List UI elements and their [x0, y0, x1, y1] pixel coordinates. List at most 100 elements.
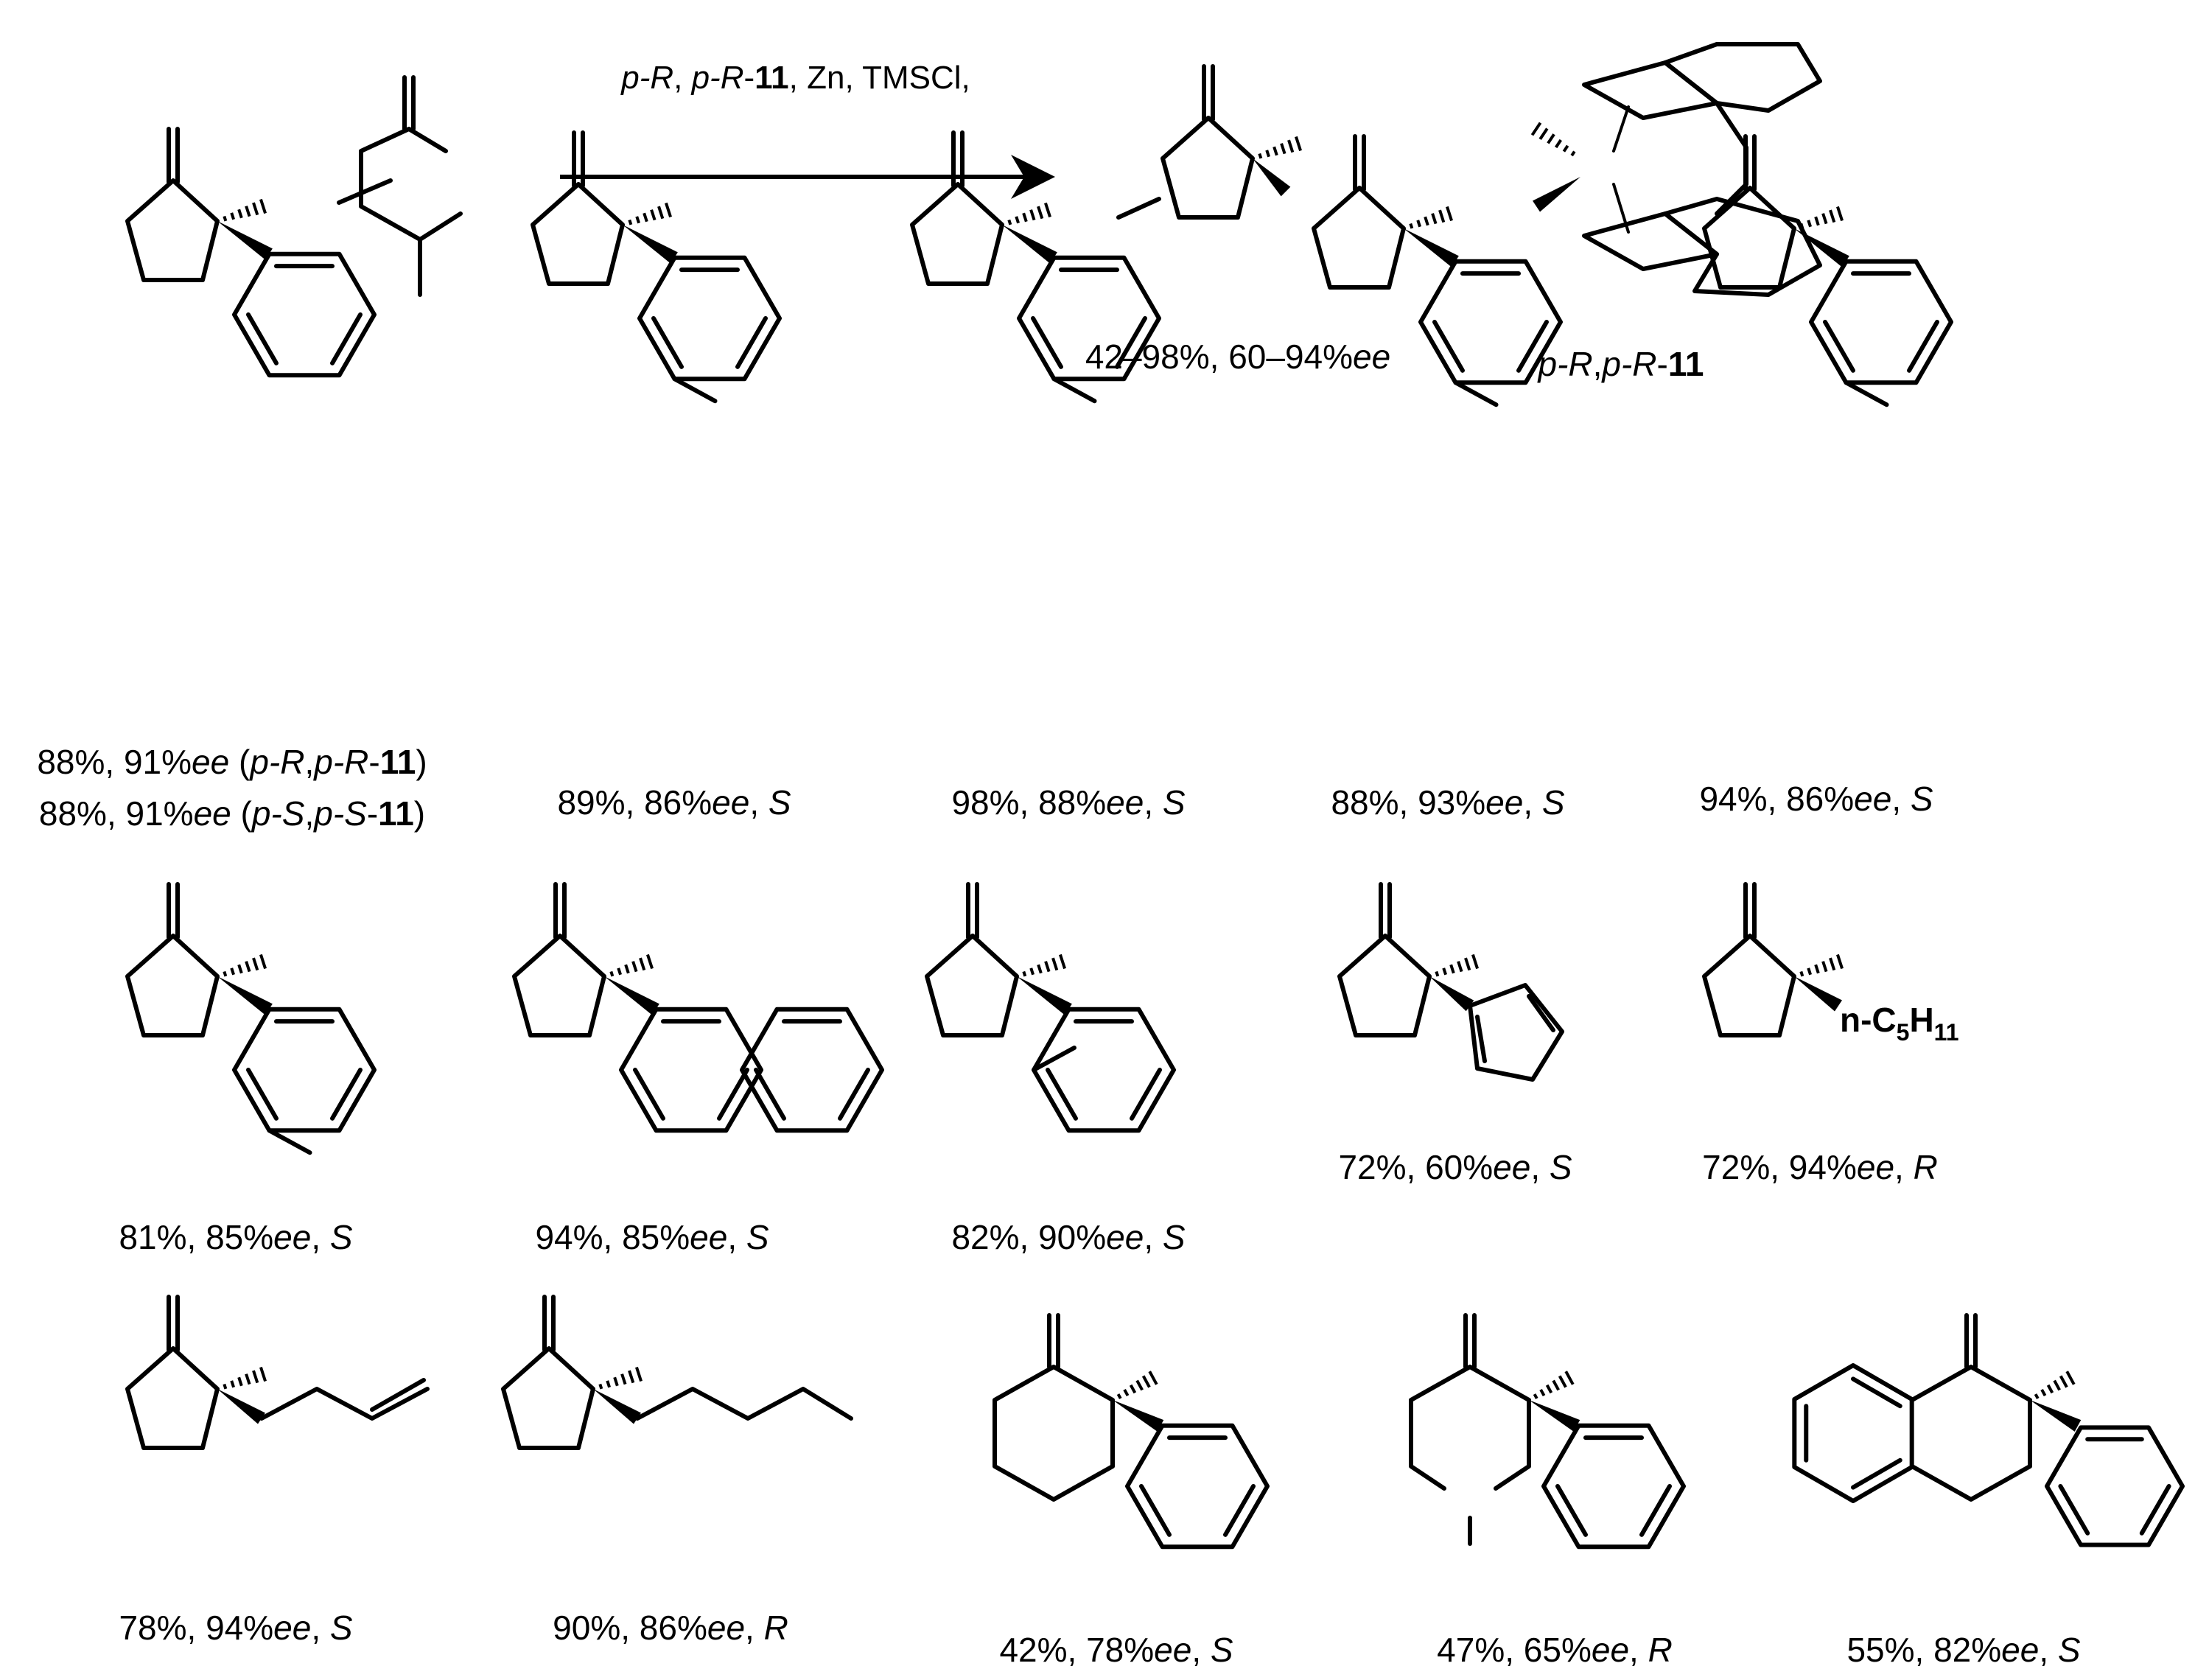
aromatic-double-bond	[1851, 1376, 1902, 1409]
aromatic-double-bond	[1223, 1484, 1256, 1537]
yield-caption-232j: 72%, 94%ee, R	[1702, 1148, 1938, 1186]
hash-stroke	[609, 970, 615, 977]
hash-stroke	[1821, 213, 1828, 225]
hash-stroke	[1570, 150, 1576, 157]
hash-stroke	[1836, 206, 1844, 222]
hash-stroke	[1552, 1379, 1560, 1391]
cyclopentane-ring	[1702, 934, 1796, 1037]
cyclopentane-ring	[1312, 186, 1406, 290]
phenoxybutyl-chain	[635, 1387, 853, 1421]
hash-stroke	[1464, 957, 1471, 971]
hash-stroke	[230, 967, 236, 976]
substituent-bond	[1032, 1046, 1077, 1072]
hash-stroke	[252, 957, 259, 971]
hash-stroke	[620, 1373, 627, 1385]
hash-stroke	[223, 215, 228, 222]
aromatic-double-bond	[633, 1068, 665, 1121]
hash-stroke	[1148, 1371, 1158, 1385]
aromatic-double-bond	[1555, 1484, 1588, 1537]
hash-stroke	[2046, 1384, 2054, 1394]
catalyst-label: p-R,p-R-11	[1537, 345, 1704, 383]
yield-caption-232h: 82%, 90%ee, S	[951, 1218, 1185, 1256]
substituent-bond	[1453, 380, 1499, 407]
hash-stroke	[606, 1380, 612, 1388]
alkene-double-bond	[370, 1378, 426, 1412]
hash-stroke	[237, 209, 243, 219]
hydroxyl-hash-bond	[1799, 953, 1844, 977]
hydroxyl-hash-bond	[628, 202, 672, 225]
hash-stroke	[631, 961, 638, 973]
hydroxyl-hash-bond	[1022, 953, 1066, 977]
hash-stroke	[1435, 970, 1440, 977]
hash-stroke	[1442, 967, 1448, 976]
naphthyl-ring-2	[740, 1007, 884, 1133]
tetralone-benzo-ring	[1792, 1363, 1914, 1503]
hash-stroke	[230, 1380, 236, 1388]
hydroxyl-hash-bond	[1258, 136, 1302, 159]
yield-caption-232o: 55%, 82%ee, S	[1846, 1631, 2080, 1669]
yield-caption-232a: 88%, 91%ee (p-R,p-R-11)	[37, 743, 427, 781]
hash-stroke	[665, 202, 672, 218]
substituent-bond	[1844, 380, 1889, 407]
hash-stroke	[223, 1383, 228, 1390]
aromatic-double-bond	[1851, 1457, 1902, 1490]
hash-stroke	[1814, 216, 1820, 226]
hash-stroke	[1799, 970, 1804, 977]
yield-caption-232k: 78%, 94%ee, S	[119, 1609, 352, 1647]
aryl-wedge-bond	[1002, 225, 1057, 264]
bond	[337, 178, 393, 205]
cyclopentane-ring	[501, 1346, 595, 1450]
hash-stroke	[1129, 1384, 1137, 1394]
hash-stroke	[1807, 967, 1813, 976]
aromatic-double-bond	[1031, 316, 1063, 369]
aryl-wedge-bond	[2030, 1400, 2082, 1432]
hash-stroke	[1558, 1375, 1567, 1388]
hash-stroke	[1059, 953, 1066, 970]
yield-caption-232n: 47%, 65%ee, R	[1437, 1631, 1673, 1669]
hash-stroke	[259, 198, 267, 214]
hash-stroke	[1416, 220, 1422, 228]
hash-stroke	[624, 964, 630, 974]
hydroxyl-hash-bond	[223, 953, 267, 977]
bond	[1116, 197, 1161, 220]
cyclohexane-ring	[993, 1365, 1115, 1502]
hash-stroke	[1471, 953, 1479, 970]
hash-stroke	[639, 957, 646, 971]
piperidine-ring	[1468, 1365, 1531, 1491]
alkyl-wedge-bond	[1794, 976, 1842, 1012]
cyclopentane-ring	[1337, 934, 1432, 1037]
hash-stroke	[1814, 964, 1820, 974]
aromatic-double-bond	[1639, 1484, 1672, 1537]
hash-stroke	[1438, 209, 1446, 223]
yield-caption-232m: 42%, 78%ee, S	[999, 1631, 1233, 1669]
aryl-ring	[2045, 1425, 2185, 1547]
hash-stroke	[1539, 1388, 1546, 1397]
yield-caption-232e: 94%, 86%ee, S	[1699, 780, 1933, 818]
aromatic-double-bond	[1527, 994, 1555, 1032]
structures-layer	[125, 42, 2185, 1550]
bond	[407, 127, 448, 153]
hydroxyl-hash-bond	[1435, 953, 1479, 977]
hash-stroke	[259, 953, 267, 970]
hash-stroke	[650, 209, 657, 221]
hash-stroke	[1807, 220, 1813, 228]
hash-stroke	[1446, 206, 1453, 222]
hash-stroke	[1562, 144, 1569, 153]
tetralone-ring	[1910, 1365, 2032, 1502]
hash-stroke	[1829, 209, 1836, 223]
aromatic-double-bond	[330, 312, 363, 365]
butenyl-chain	[259, 1387, 430, 1421]
hash-stroke	[1295, 136, 1302, 152]
hash-stroke	[1029, 967, 1035, 976]
aromatic-double-bond	[735, 316, 768, 369]
hash-stroke	[628, 1370, 635, 1384]
hash-stroke	[1022, 970, 1027, 977]
hash-stroke	[1555, 139, 1562, 149]
hash-stroke	[1457, 961, 1463, 973]
hydroxyl-hash-bond	[598, 1366, 643, 1390]
hash-stroke	[252, 1370, 259, 1384]
yield-caption-232a-2: 88%, 91%ee (p-S,p-S-11)	[39, 794, 425, 833]
hash-stroke	[1287, 139, 1295, 153]
aromatic-double-bond	[330, 1068, 363, 1121]
ti-indenyl-bond	[1612, 183, 1630, 234]
